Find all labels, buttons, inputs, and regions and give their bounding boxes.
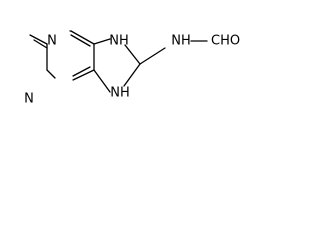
atom-label-n3: N bbox=[24, 92, 34, 107]
atom-label-formyl: CHO bbox=[211, 34, 240, 49]
atom-label-n1: N bbox=[47, 34, 57, 49]
atom-label-nh-amide: NH bbox=[171, 34, 191, 49]
atom-label-nh9: NH bbox=[109, 34, 129, 49]
atom-label-nh7: NH bbox=[110, 86, 130, 101]
bond-c8-n7 bbox=[123, 63, 141, 87]
bond-c5-c6-double bbox=[70, 34, 91, 47]
bond-n3-c4-double bbox=[72, 66, 91, 77]
bond-n7-c5 bbox=[93, 69, 111, 93]
bond-c4-n9 bbox=[93, 38, 111, 45]
bond-n9-c8 bbox=[124, 44, 141, 65]
bond-c6-n1 bbox=[29, 34, 48, 45]
structure-drawing: N N NH NH NH CHO bbox=[24, 30, 240, 107]
bond-c6-n1-double bbox=[33, 39, 48, 49]
bond-c5-c6 bbox=[70, 30, 95, 45]
bond-c8-nh bbox=[139, 47, 166, 65]
bond-c2-n3 bbox=[46, 69, 56, 79]
bond-n3-c4 bbox=[72, 69, 95, 81]
